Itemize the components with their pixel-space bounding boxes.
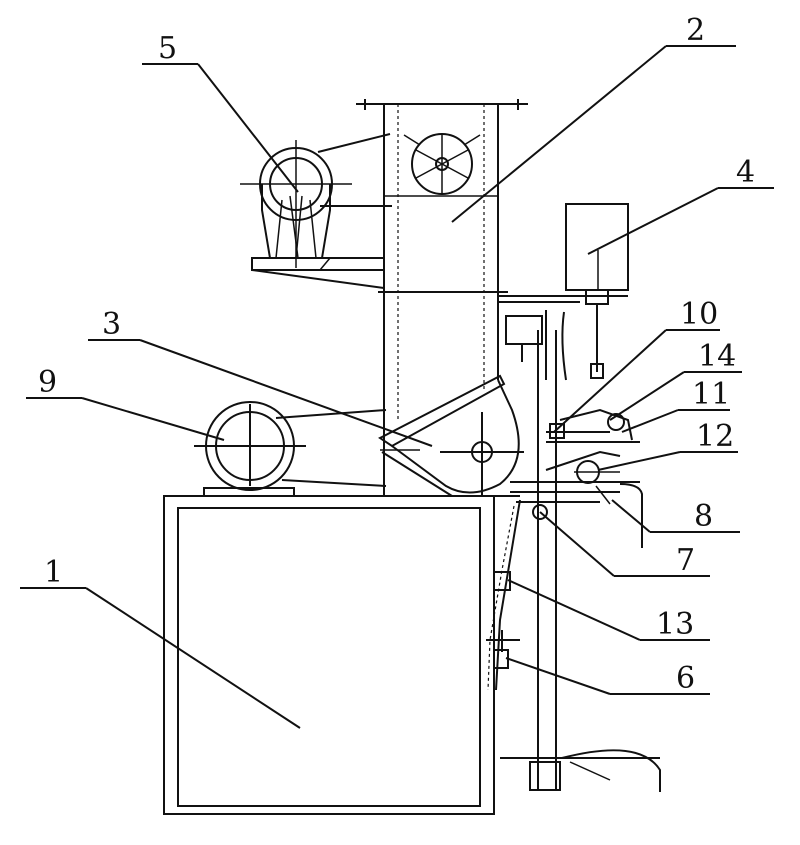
- label-3: 3: [102, 307, 121, 342]
- label-14: 14: [698, 339, 736, 374]
- label-11: 11: [692, 377, 730, 412]
- motor-5: [240, 133, 392, 289]
- label-8: 8: [694, 499, 713, 534]
- label-10: 10: [680, 297, 718, 332]
- rotor-hopper-3: [378, 374, 524, 497]
- label-7: 7: [676, 543, 695, 578]
- label-6: 6: [676, 661, 695, 696]
- clamp-mechanism: [510, 408, 643, 548]
- chain-drive: [486, 499, 521, 691]
- label-12: 12: [696, 419, 734, 454]
- motor-4: [565, 203, 629, 379]
- part-labels: 1 2 3 4 5 6 7 8 9 10 11 12 13 14: [38, 13, 755, 696]
- label-1: 1: [44, 555, 63, 590]
- label-5: 5: [158, 31, 177, 66]
- support-column: [498, 295, 661, 792]
- label-13: 13: [656, 607, 694, 642]
- label-9: 9: [38, 365, 57, 400]
- duct-fan: [403, 133, 481, 195]
- label-2: 2: [686, 13, 705, 48]
- base-cabinet: [163, 495, 495, 815]
- label-4: 4: [736, 155, 755, 190]
- motor-9: [194, 401, 387, 497]
- leader-lines: [20, 45, 774, 729]
